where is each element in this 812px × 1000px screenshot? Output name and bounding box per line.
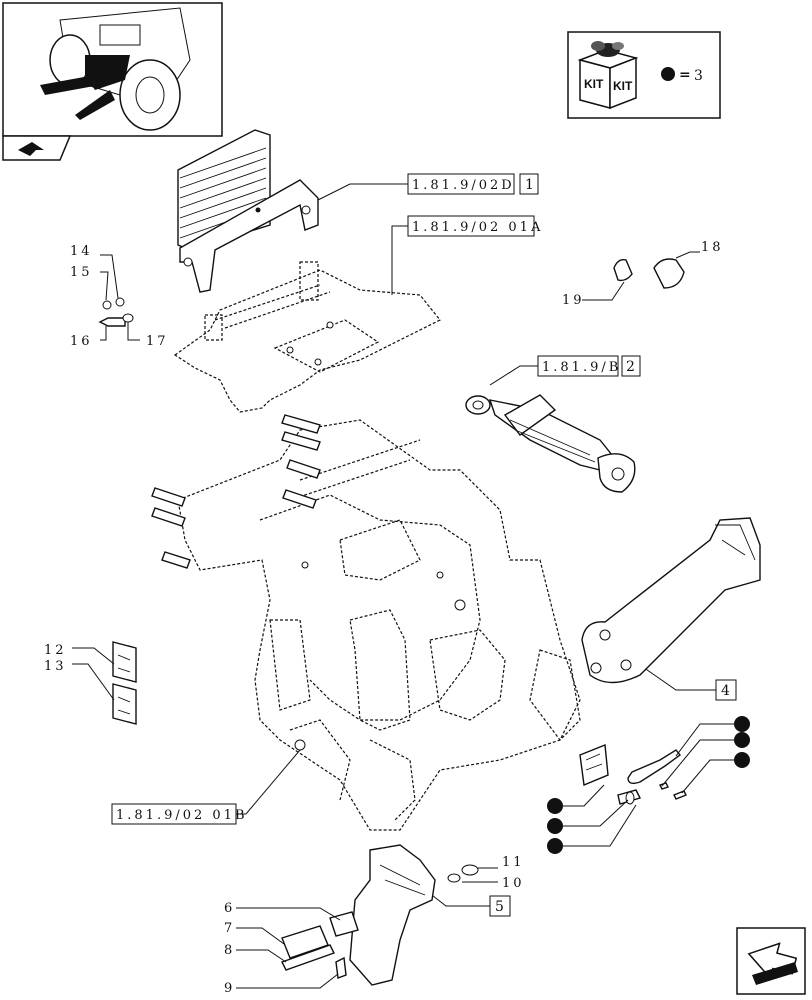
callout-10: 10: [502, 876, 525, 891]
callout-6: 6: [224, 901, 235, 916]
callout-9: 9: [224, 981, 235, 996]
next-page-button[interactable]: [736, 927, 806, 995]
callout-18: 18: [701, 240, 724, 255]
callout-17: 17: [146, 334, 169, 349]
ref-1.81.9-B[interactable]: 1.81.9/B 2: [489, 355, 641, 386]
plates-12-13: [72, 641, 137, 725]
oil-cooler-bracket: [177, 129, 319, 293]
callout-13: 13: [44, 659, 67, 674]
kit-parts: [547, 716, 750, 854]
callout-8: 8: [224, 943, 235, 958]
lift-housing: [151, 414, 581, 831]
kit-box-icon: KIT KIT: [577, 41, 639, 110]
hook-assembly: [236, 844, 498, 989]
callout-11: 11: [502, 855, 525, 870]
ref-4-num: 4: [721, 683, 730, 699]
mounting-plate: [173, 261, 441, 413]
callout-16: 16: [70, 334, 93, 349]
ref-1.81.9-02-01A[interactable]: 1.81.9/02 01A: [391, 215, 543, 295]
callout-15: 15: [70, 265, 93, 280]
callout-14: 14: [70, 244, 93, 259]
top-link: [465, 394, 636, 493]
kit-dot-icon: [661, 67, 675, 81]
lift-arm: [581, 517, 761, 684]
ref-6-num: 5: [495, 899, 504, 915]
ref-1.81.9-02D[interactable]: 1.81.9/02D 1: [317, 173, 539, 201]
kit-count: 3: [694, 68, 703, 84]
kit-legend: KIT KIT = 3: [567, 31, 721, 119]
callout-12: 12: [44, 643, 67, 658]
ref-5[interactable]: 5: [427, 891, 511, 917]
ref-1.81.9-02-01B[interactable]: 1.81.9/02 01B: [111, 749, 301, 825]
kit-word-a: KIT: [584, 77, 604, 91]
kit-equals: =: [679, 67, 691, 83]
kit-word-b: KIT: [613, 79, 633, 93]
ref-3-code: 1.81.9/B: [542, 360, 621, 375]
callout-7: 7: [224, 921, 235, 936]
ref-3-num: 2: [626, 359, 635, 375]
ref-4[interactable]: 4: [639, 664, 737, 701]
bolts-14-17: [98, 254, 140, 341]
next-page-arrow-icon[interactable]: [2, 135, 72, 161]
rubber-buffers: [582, 251, 700, 301]
ref-1-code: 1.81.9/02D: [412, 178, 515, 193]
ref-1-num: 1: [525, 177, 534, 193]
ref-2-code: 1.81.9/02 01A: [412, 220, 543, 235]
ref-5-code: 1.81.9/02 01B: [116, 808, 248, 823]
tractor-thumbnail: [2, 2, 223, 137]
callout-19: 19: [562, 293, 585, 308]
